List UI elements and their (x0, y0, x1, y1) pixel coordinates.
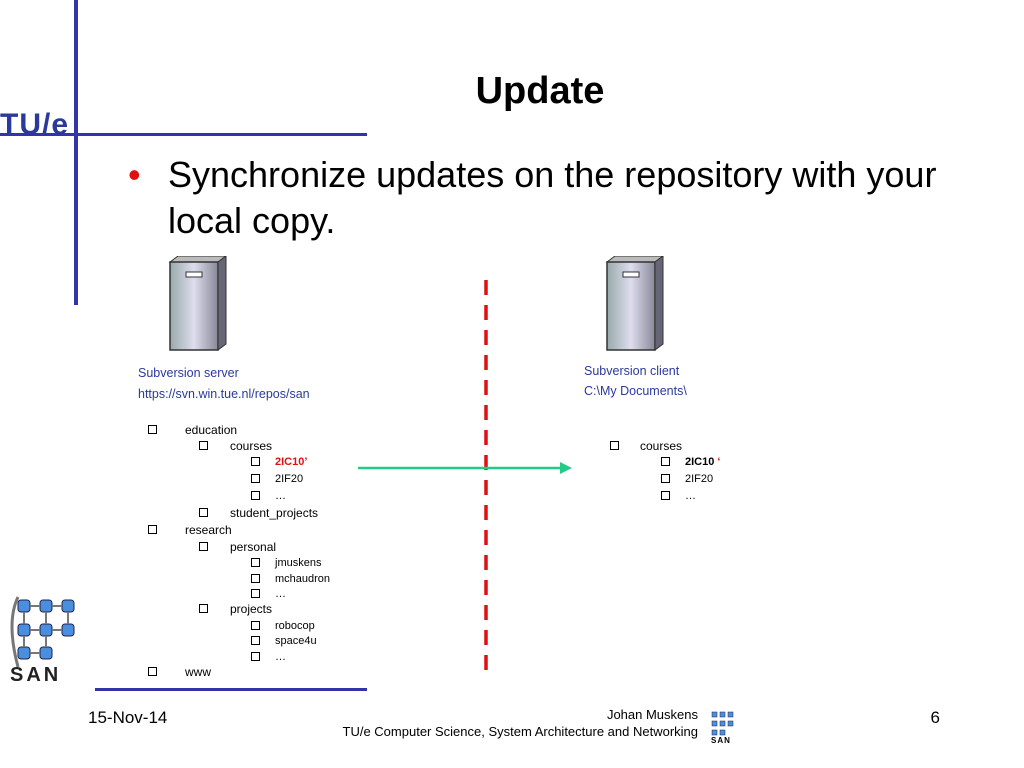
footer-author: Johan Muskens (606, 707, 698, 722)
checkbox-icon (661, 491, 670, 500)
checkbox-icon (251, 457, 260, 466)
page-number: 6 (930, 708, 940, 727)
checkbox-icon (251, 652, 260, 661)
frame-header-line (0, 133, 367, 136)
checkbox-icon (148, 667, 157, 676)
checkbox-icon (199, 604, 208, 613)
checkbox-icon (251, 589, 260, 598)
checkbox-icon (148, 425, 157, 434)
checkbox-icon (251, 491, 260, 500)
checkbox-icon (148, 525, 157, 534)
checkbox-icon (199, 542, 208, 551)
san-logo: SAN (4, 592, 90, 688)
footer-course: TU/e Computer Science, System Architectu… (342, 724, 698, 739)
checkbox-icon (199, 508, 208, 517)
server-label: Subversion server (138, 366, 239, 380)
bullet-text: Synchronize updates on the repository wi… (168, 154, 937, 241)
footer-san-logo: SAN (708, 710, 738, 746)
checkbox-icon (251, 621, 260, 630)
checkbox-icon (610, 441, 619, 450)
client-path: C:\My Documents\ (584, 384, 687, 398)
checkbox-icon (199, 441, 208, 450)
footer-date: 15-Nov-14 (88, 708, 168, 727)
checkbox-icon (661, 474, 670, 483)
checkbox-icon (251, 574, 260, 583)
server-icon (168, 255, 228, 352)
checkbox-icon (251, 558, 260, 567)
footer-author-block: Johan Muskens TU/e Computer Science, Sys… (300, 706, 698, 740)
sync-arrow-icon (358, 462, 572, 474)
frame-vertical-line (74, 0, 78, 305)
divider-dashed-line (484, 280, 488, 676)
checkbox-icon (251, 474, 260, 483)
client-server-icon (605, 255, 665, 352)
client-label: Subversion client (584, 364, 680, 378)
san-logo-text: SAN (10, 664, 62, 686)
tue-logo: TU/e (0, 108, 70, 141)
server-url: https://svn.win.tue.nl/repos/san (138, 387, 310, 401)
client-tree-item-2ic10-label: 2IC10 (685, 456, 715, 468)
frame-footer-line (95, 688, 367, 691)
bullet-marker: • (128, 154, 141, 195)
slide-title: Update (475, 70, 605, 112)
checkbox-icon (251, 636, 260, 645)
client-tree-item-2ic10-mark: ‘ (717, 456, 721, 468)
footer-san-logo-text: SAN (711, 736, 731, 745)
checkbox-icon (661, 457, 670, 466)
san-network-icon (10, 596, 75, 668)
